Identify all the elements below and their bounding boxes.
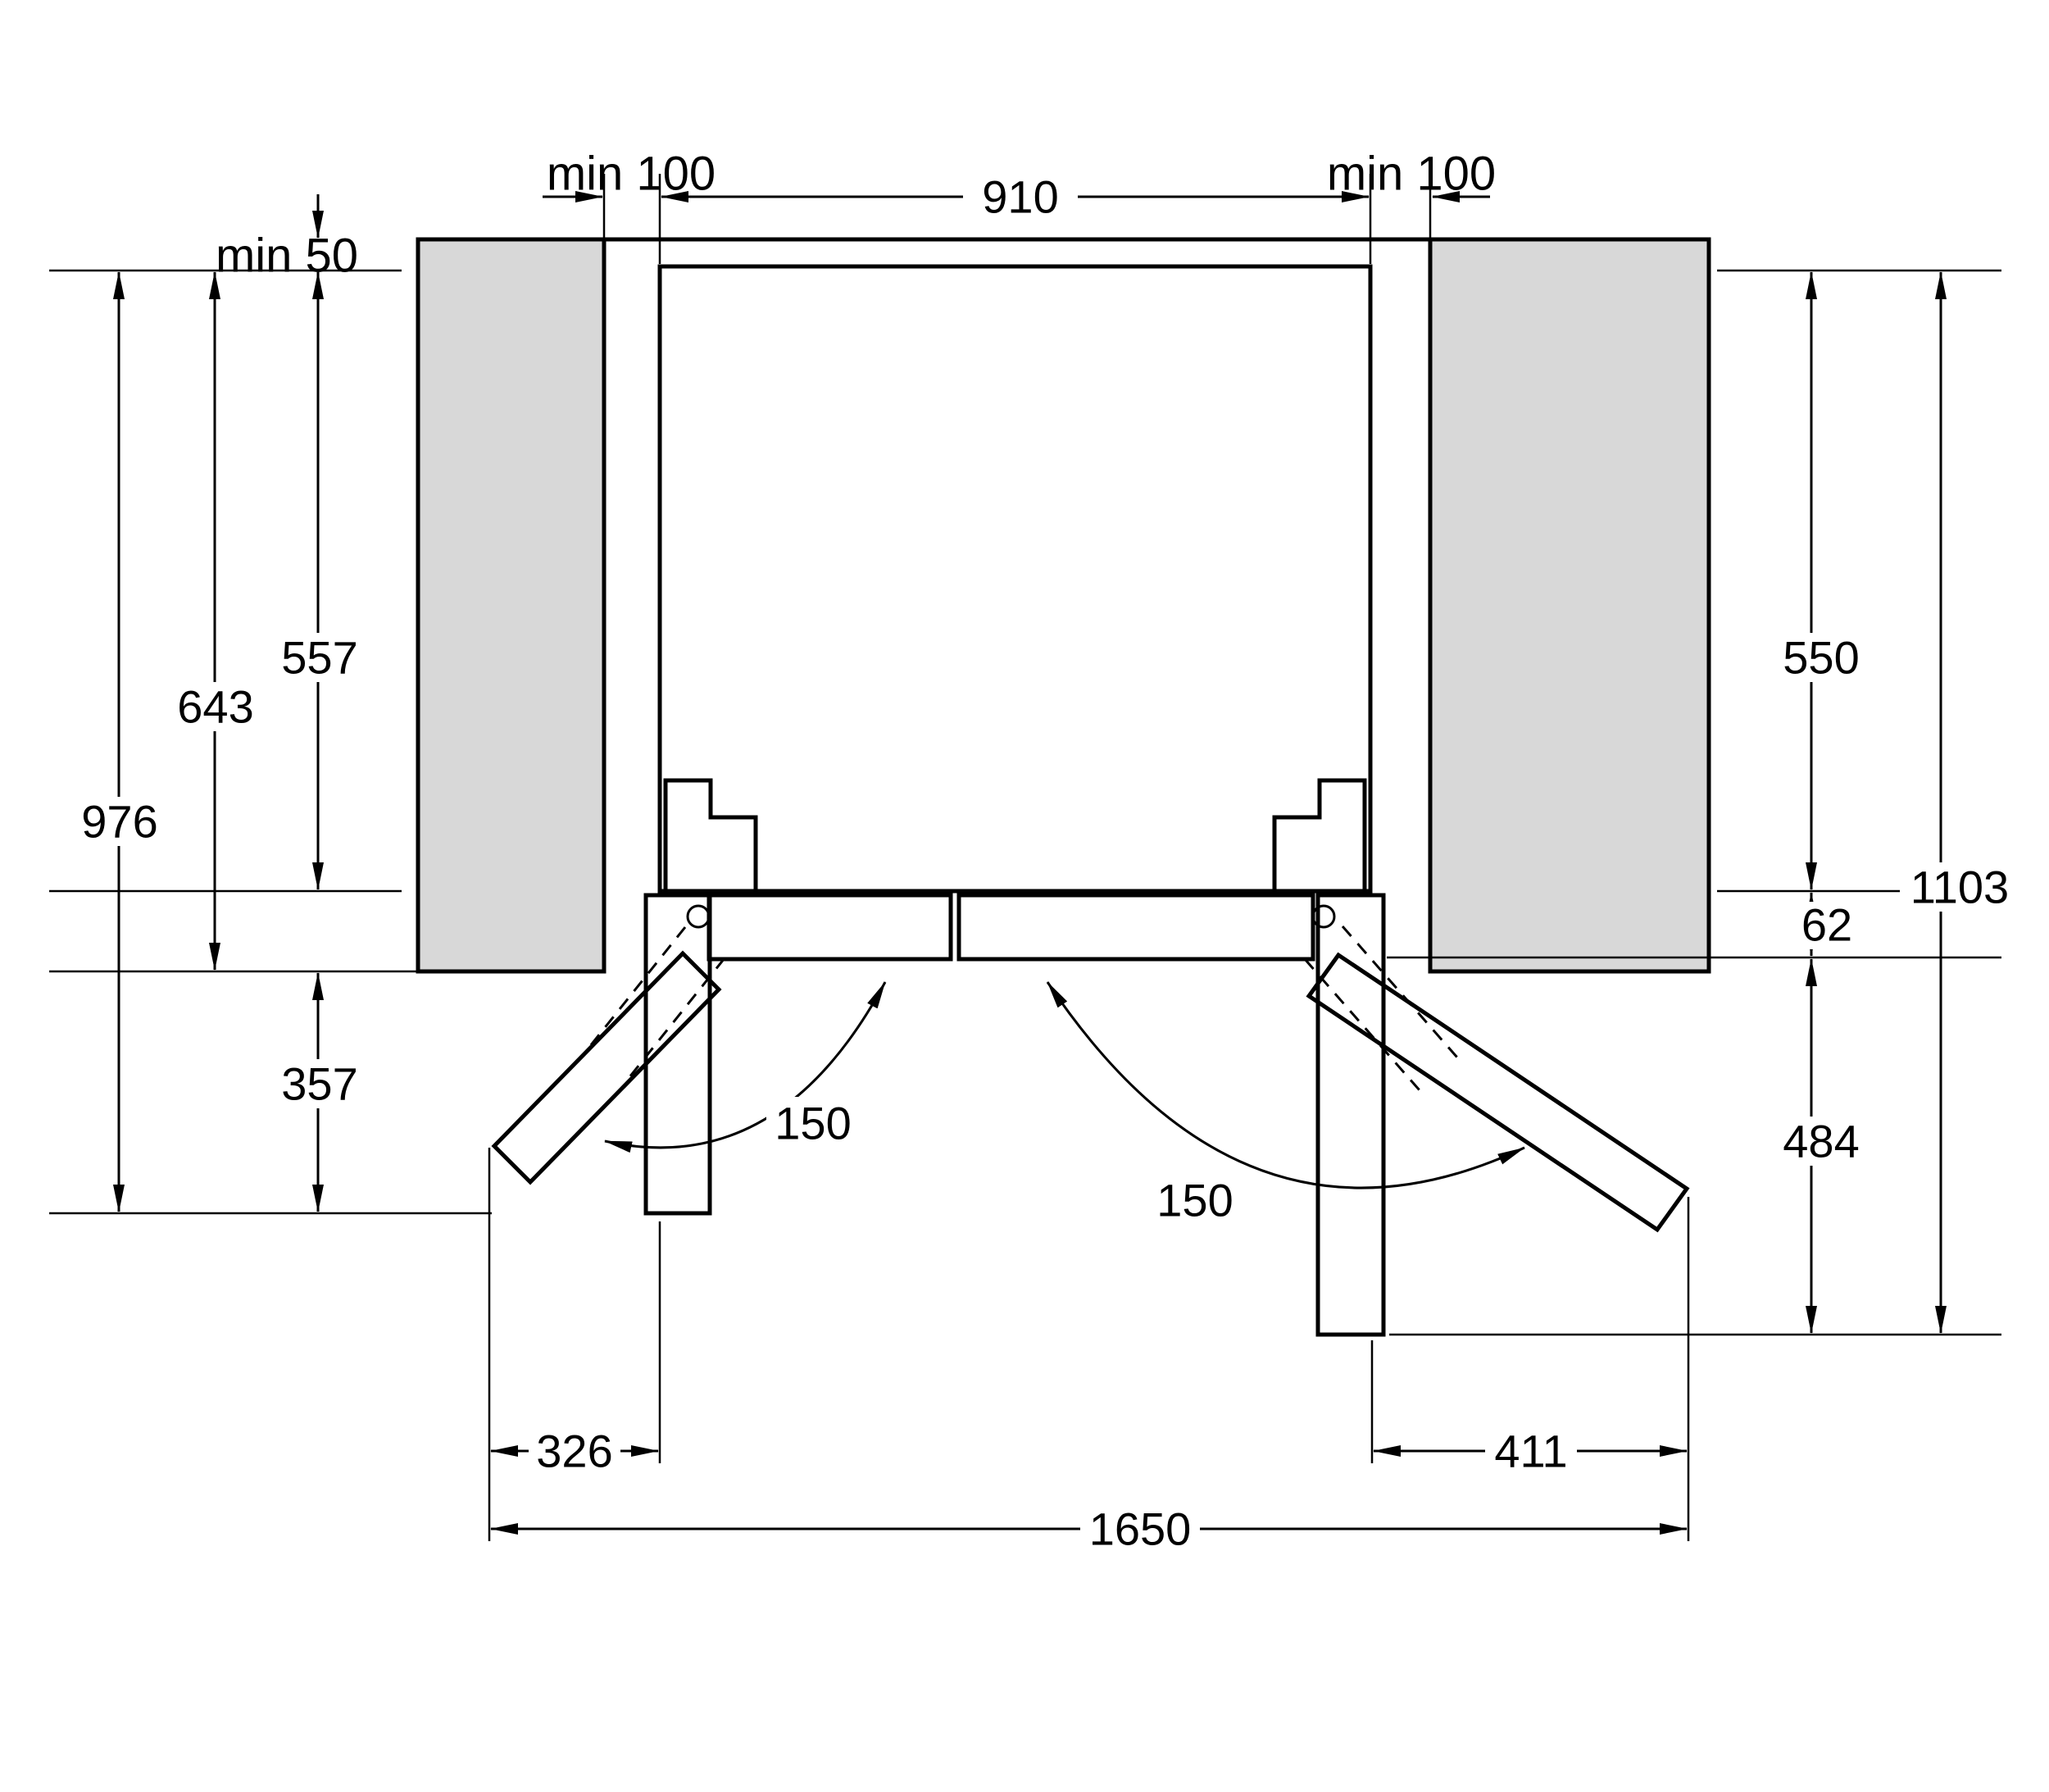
right-door-closed (956, 893, 1315, 962)
label-643: 643 (177, 681, 253, 733)
label-niche-width: 910 (982, 171, 1058, 223)
label-min50: min 50 (216, 230, 358, 283)
label-min100-left: min 100 (547, 148, 716, 201)
label-411: 411 (1494, 1426, 1567, 1477)
right-cabinet (1428, 237, 1711, 974)
left-cabinet (416, 237, 607, 974)
label-62: 62 (1801, 899, 1852, 951)
label-1650: 1650 (1089, 1503, 1192, 1555)
dimension-labels: min 100 910 min 100 min 50 557 643 976 3… (81, 148, 2009, 1555)
label-150-right: 150 (1156, 1175, 1233, 1226)
left-hinge-pivot (686, 904, 711, 929)
right-hinge-pivot (1311, 904, 1336, 929)
label-backgrounds (73, 174, 2019, 1553)
swing-arc-left (604, 981, 887, 1153)
swing-arc-right (1046, 981, 1525, 1189)
extension-lines (49, 174, 2001, 1541)
label-1103: 1103 (1910, 862, 2009, 913)
label-550: 550 (1783, 632, 1859, 684)
label-484: 484 (1783, 1116, 1859, 1167)
label-326: 326 (536, 1426, 612, 1477)
label-357: 357 (281, 1058, 357, 1110)
appliance-body (657, 264, 1373, 894)
right-hinge-step (1272, 778, 1367, 891)
left-door-open-150 (491, 950, 722, 1185)
label-min100-right: min 100 (1327, 148, 1496, 201)
structure (416, 237, 1711, 1337)
left-hinge-step (663, 778, 758, 891)
label-976: 976 (81, 796, 157, 848)
left-door-closed (706, 893, 953, 962)
label-557: 557 (281, 632, 357, 684)
label-150-left: 150 (775, 1098, 851, 1149)
